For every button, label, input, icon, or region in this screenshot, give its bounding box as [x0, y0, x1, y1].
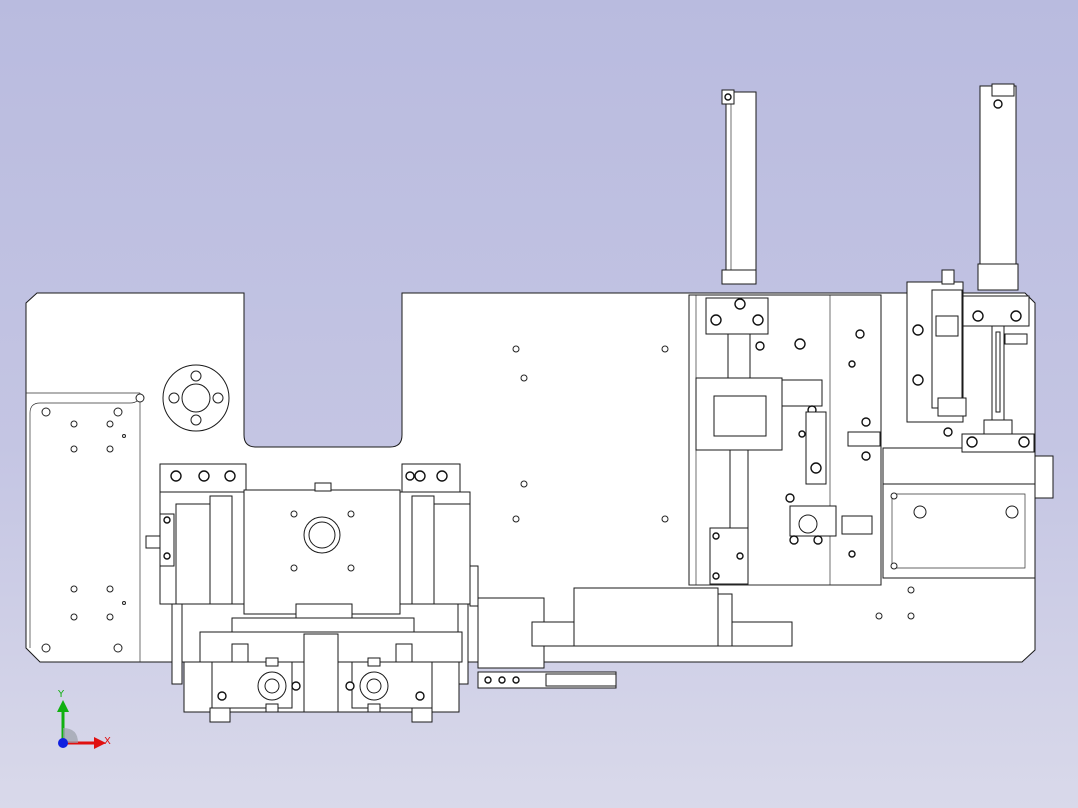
y-axis-label: Y [57, 689, 65, 700]
cylinder-right [906, 83, 1035, 453]
gripper-rail [183, 631, 463, 723]
right-subplate [882, 447, 1054, 579]
gripper-left [217, 657, 301, 713]
axis-triad: Y X [57, 689, 111, 749]
valve-fittings [755, 329, 881, 558]
center-fixture [145, 463, 479, 685]
gripper-right [345, 657, 425, 713]
left-plate-holes [41, 393, 145, 653]
slide-assembly [477, 587, 793, 689]
main-plate-holes [512, 345, 918, 620]
x-axis-label: X [104, 736, 111, 747]
round-flange [162, 364, 230, 432]
cylinder-left [695, 89, 783, 585]
origin-marker [58, 738, 68, 748]
